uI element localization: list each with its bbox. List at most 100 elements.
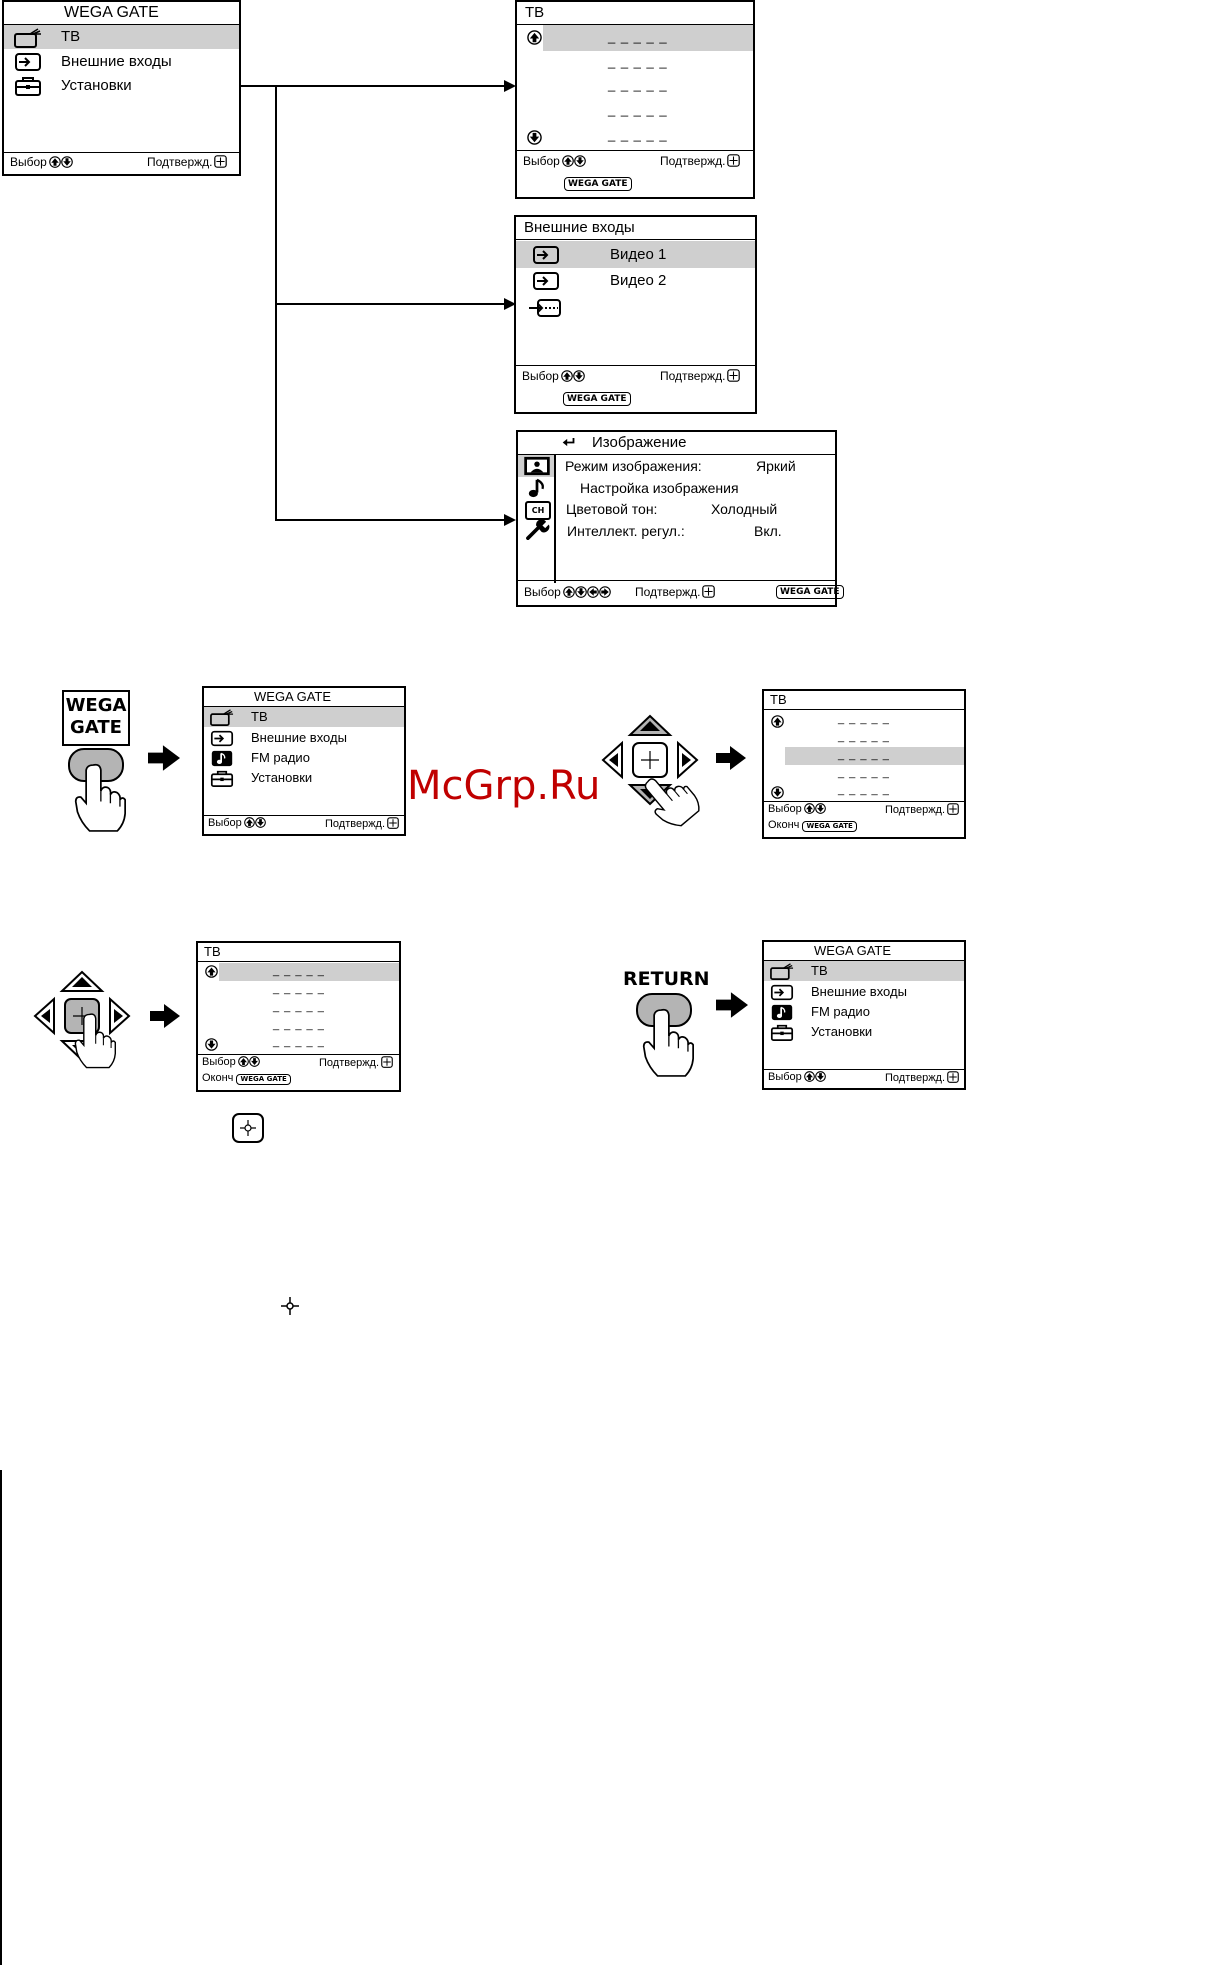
down-icon (815, 803, 826, 814)
input-video-1[interactable]: Видео 1 (610, 246, 667, 263)
channel-slot[interactable]: _ _ _ _ _ (273, 1001, 325, 1013)
wega-gate-menu-step4: WEGA GATE ТВ Внешние входы FM радио Уста… (762, 940, 966, 1090)
channel-slot[interactable]: _ _ _ _ _ (838, 713, 890, 725)
channel-slot[interactable]: _ _ _ _ _ (838, 731, 890, 743)
menu-item-settings[interactable]: Установки (251, 770, 313, 785)
menu-footer: Выбор Подтвержд. WEGA GATE (516, 365, 755, 412)
channel-slot[interactable]: _ _ _ _ _ (273, 1019, 325, 1031)
channel-slot[interactable]: _ _ _ _ _ (608, 102, 668, 117)
page-edge-line (0, 1470, 2, 1965)
channel-slot[interactable]: _ _ _ _ _ (608, 29, 668, 44)
input-icon (770, 984, 794, 1001)
wega-gate-menu-step1: WEGA GATE ТВ Внешние входы FM радио Уста… (202, 686, 406, 836)
picture-settings-menu: Изображение CH Режим изображения: Яркий … (516, 430, 844, 607)
footer-select: Выбор (208, 817, 266, 829)
return-icon (560, 435, 578, 450)
arrow-right-icon (148, 745, 180, 771)
left-icon (587, 586, 599, 598)
footer-select: Выбор (768, 803, 826, 815)
tv-menu-step2: ТВ _ _ _ _ _ _ _ _ _ _ _ _ _ _ _ _ _ _ _… (762, 689, 966, 839)
footer-confirm: Подтвержд. (660, 369, 740, 383)
gate-label: GATE (70, 717, 122, 738)
wega-gate-badge: WEGA GATE (776, 585, 844, 599)
input-icon (14, 52, 42, 72)
channel-slot[interactable]: _ _ _ _ _ (608, 54, 668, 69)
toolbox-icon (14, 76, 42, 96)
music-icon (523, 478, 551, 498)
footer-confirm: Подтвержд. (147, 155, 227, 169)
wega-gate-badge: WEGA GATE (564, 177, 632, 191)
music-note-icon (770, 1004, 794, 1021)
setting-label[interactable]: Настройка изображения (580, 480, 739, 496)
down-icon (815, 1071, 826, 1082)
menu-item-fm[interactable]: FM радио (251, 750, 310, 765)
menu-title: WEGA GATE (64, 4, 159, 21)
arrow-head (504, 80, 516, 92)
connector-line (276, 519, 508, 521)
hand-icon (74, 1013, 116, 1069)
arrow-right-icon (150, 1004, 180, 1028)
ok-icon (947, 1071, 959, 1083)
menu-item-fm[interactable]: FM радио (811, 1004, 870, 1019)
menu-item-tv[interactable]: ТВ (251, 709, 268, 724)
right-icon (599, 586, 611, 598)
channel-slot[interactable]: _ _ _ _ _ (838, 749, 890, 761)
setting-label[interactable]: Режим изображения: (565, 458, 702, 474)
down-icon (249, 1056, 260, 1067)
connector-line (276, 303, 508, 305)
channel-slot[interactable]: _ _ _ _ _ (838, 767, 890, 779)
menu-item-tv[interactable]: ТВ (811, 963, 828, 978)
up-arrow-icon (527, 30, 542, 45)
menu-title: Внешние входы (524, 219, 635, 236)
menu-item-external[interactable]: Внешние входы (251, 730, 347, 745)
setting-label[interactable]: Цветовой тон: (566, 501, 658, 517)
setting-label[interactable]: Интеллект. регул.: (567, 523, 685, 539)
menu-header: WEGA GATE (204, 688, 404, 707)
arrow-right-icon (716, 746, 746, 770)
down-icon (255, 817, 266, 828)
menu-footer: Выбор Подтвержд. (764, 1069, 964, 1088)
up-icon (238, 1056, 249, 1067)
menu-footer: Выбор Подтвержд. Оконч WEGA GATE (198, 1054, 399, 1090)
ok-icon (214, 155, 227, 168)
menu-item-settings[interactable]: Установки (811, 1024, 873, 1039)
channel-slot[interactable]: _ _ _ _ _ (273, 1036, 325, 1048)
menu-highlight (204, 707, 404, 727)
up-arrow-icon (205, 965, 218, 978)
menu-item-external[interactable]: Внешние входы (61, 53, 172, 70)
music-note-icon (210, 750, 234, 767)
category-column (554, 455, 556, 583)
menu-header: Изображение (518, 432, 835, 455)
footer-confirm: Подтвержд. (325, 817, 399, 830)
footer-confirm: Подтвержд. (635, 585, 715, 599)
tv-icon (210, 709, 234, 726)
footer-select: Выбор (523, 154, 586, 168)
menu-footer: Выбор Подтвержд. Оконч WEGA GATE (764, 801, 964, 837)
menu-highlight (4, 25, 239, 49)
tv-icon (14, 28, 42, 48)
down-icon (573, 370, 585, 382)
ok-symbol-icon (281, 1297, 299, 1315)
menu-item-external[interactable]: Внешние входы (811, 984, 907, 999)
menu-highlight (764, 961, 964, 981)
footer-confirm: Подтвержд. (885, 803, 959, 816)
output-icon (528, 298, 562, 318)
channel-slot[interactable]: _ _ _ _ _ (273, 983, 325, 995)
channel-slot[interactable]: _ _ _ _ _ (838, 784, 890, 796)
menu-title: WEGA GATE (814, 943, 892, 958)
channel-slot[interactable]: _ _ _ _ _ (273, 965, 325, 977)
menu-item-tv[interactable]: ТВ (61, 28, 81, 45)
input-video-2[interactable]: Видео 2 (610, 272, 667, 289)
hand-icon (74, 762, 126, 834)
menu-header: Внешние входы (516, 217, 755, 240)
channel-icon: CH (525, 501, 551, 520)
down-arrow-icon (527, 130, 542, 145)
menu-footer: Выбор Подтвержд. WEGA GATE (517, 150, 753, 197)
up-icon (804, 803, 815, 814)
footer-exit: Оконч WEGA GATE (202, 1072, 291, 1085)
footer-confirm: Подтвержд. (660, 154, 740, 168)
channel-slot[interactable]: _ _ _ _ _ (608, 127, 668, 142)
menu-item-settings[interactable]: Установки (61, 77, 132, 94)
menu-title: ТВ (770, 692, 787, 707)
channel-slot[interactable]: _ _ _ _ _ (608, 77, 668, 92)
